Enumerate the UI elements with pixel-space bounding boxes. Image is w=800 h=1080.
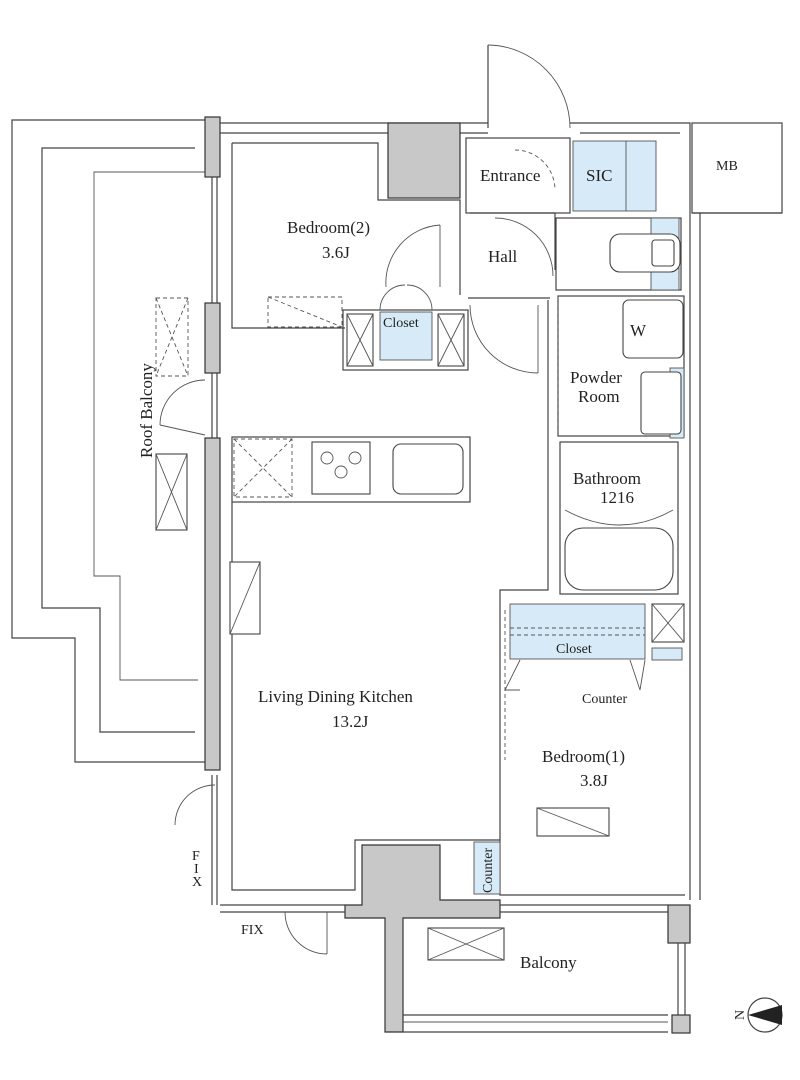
label-bathroom-size: 1216: [600, 488, 634, 507]
label-closet-top: Closet: [383, 316, 419, 331]
label-hall: Hall: [488, 247, 518, 266]
roof-balcony-outline: [11, 119, 206, 763]
label-fix-side-f: F: [192, 849, 200, 864]
hall-walls: [468, 212, 556, 374]
powder-room: [557, 295, 685, 439]
bathroom: [499, 300, 679, 600]
vanity-icon: [640, 371, 682, 435]
sink-icon: [392, 443, 464, 495]
counter-bottom-box: [473, 841, 501, 895]
label-counter-right: Counter: [582, 692, 627, 707]
label-counter-bottom: Counter: [481, 848, 496, 893]
kitchen: [229, 436, 500, 891]
entrance-door: [465, 44, 571, 214]
label-balcony: Balcony: [520, 953, 577, 972]
north-arrow: [747, 997, 783, 1033]
bedroom1-walls: [473, 600, 685, 896]
label-north: N: [733, 1010, 748, 1020]
shoe-storage: [572, 140, 657, 212]
south-structure: [174, 784, 691, 1033]
label-fix-side-i: I: [194, 862, 199, 877]
west-wall: [204, 116, 221, 905]
label-fix-bottom: FIX: [241, 923, 264, 938]
label-washer: W: [630, 321, 647, 340]
label-closet-right: Closet: [556, 642, 592, 657]
washer-space: [622, 299, 684, 359]
east-wall: [689, 213, 701, 900]
balcony-area: [403, 927, 691, 1034]
label-ldk: Living Dining Kitchen: [258, 687, 413, 706]
north-wall: [220, 122, 783, 214]
label-powder-room-1: Powder: [570, 368, 622, 387]
toilet-room: [555, 217, 682, 291]
roof-balcony-door-swing: [159, 379, 206, 426]
label-bedroom2: Bedroom(2): [287, 218, 370, 237]
label-roof-balcony: Roof Balcony: [137, 363, 156, 458]
stove-icon: [311, 441, 371, 495]
closet-right: [504, 603, 685, 691]
label-ldk-size: 13.2J: [332, 712, 369, 731]
label-bathroom: Bathroom: [573, 469, 641, 488]
label-bedroom1-size: 3.8J: [580, 771, 608, 790]
label-sic: SIC: [586, 166, 612, 185]
label-entrance: Entrance: [480, 166, 540, 185]
label-bedroom2-size: 3.6J: [322, 243, 350, 262]
closet-top: [342, 284, 469, 371]
label-fix-side-x: X: [192, 875, 202, 890]
bedroom2-ac: [267, 296, 343, 328]
label-powder-room-2: Room: [578, 387, 620, 406]
label-mb: MB: [716, 159, 738, 174]
roof-balcony-hatch: [155, 297, 189, 377]
bedroom2-walls: [231, 142, 461, 329]
label-bedroom1: Bedroom(1): [542, 747, 625, 766]
pipe-shaft: [387, 122, 461, 199]
bathtub-icon: [564, 527, 674, 591]
